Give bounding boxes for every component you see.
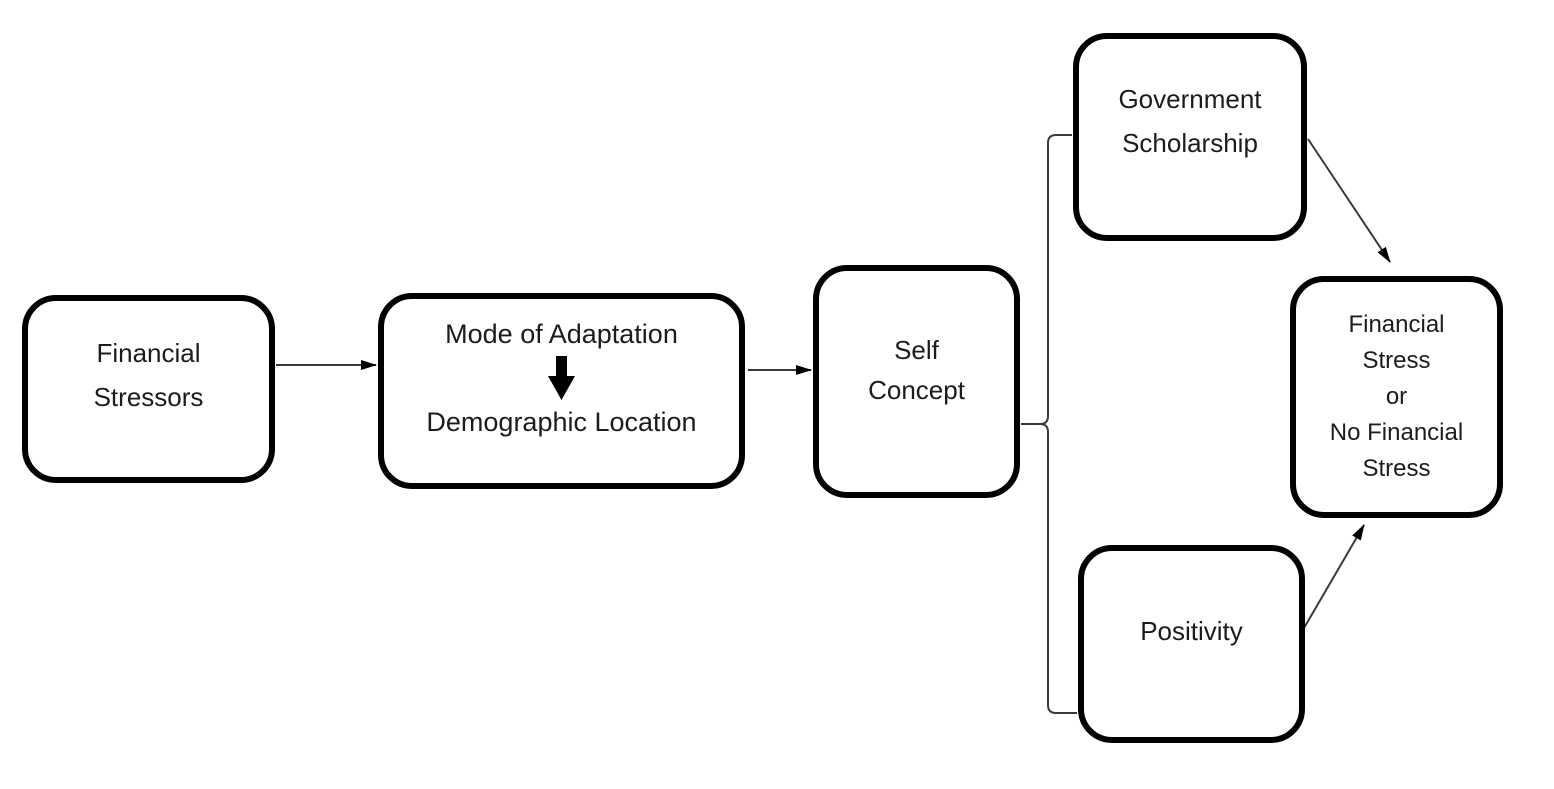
node-label-line: Financial [1348, 311, 1445, 338]
node-label-line: Stress [1362, 347, 1431, 374]
node-label-line: Positivity [1140, 616, 1243, 646]
node-label-line: Demographic Location [426, 407, 697, 437]
node-mode-of-adaptation: Mode of Adaptation Demographic Location [378, 293, 745, 489]
node-label-line: Government [1118, 84, 1262, 114]
node-positivity: Positivity [1078, 545, 1305, 743]
edge-positivity-to-financial-stress [1303, 524, 1365, 629]
node-label-line: Concept [868, 374, 965, 405]
edge-self-concept-to-positivity [1021, 423, 1077, 714]
edge-government-scholarship-to-financial-stress [1307, 138, 1391, 263]
node-government-scholarship: Government Scholarship [1073, 33, 1307, 241]
node-label-line: Mode of Adaptation [445, 319, 678, 349]
thick-down-arrow-icon [548, 356, 575, 400]
node-financial-stressors: Financial Stressors [22, 295, 275, 483]
node-label-line: Stress [1362, 455, 1431, 482]
node-label-line: No Financial [1329, 419, 1464, 446]
node-self-concept: Self Concept [813, 265, 1020, 498]
node-label-line: or [1385, 383, 1408, 410]
node-label-line: Scholarship [1122, 128, 1258, 158]
edge-self-concept-to-government-scholarship [1021, 134, 1072, 425]
node-financial-stress-outcome: Financial Stress or No Financial Stress [1290, 276, 1503, 518]
node-label-line: Stressors [93, 382, 204, 412]
node-label-line: Financial [96, 338, 201, 368]
node-label-line: Self [894, 334, 939, 365]
